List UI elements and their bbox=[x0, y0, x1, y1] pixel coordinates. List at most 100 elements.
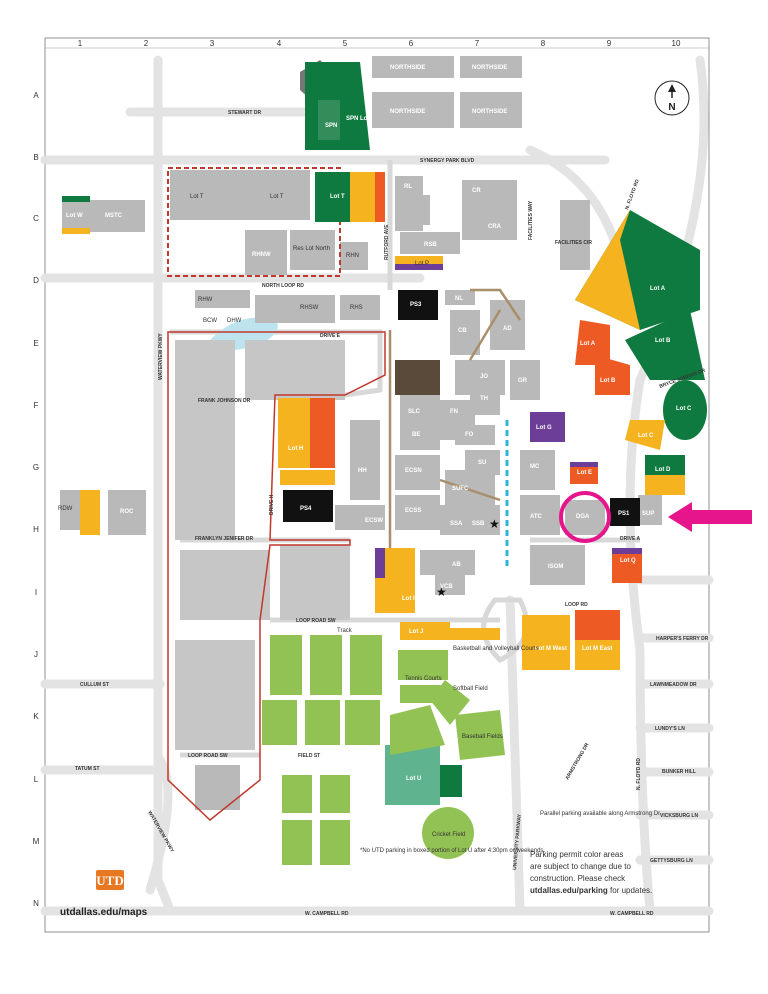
row-label: F bbox=[34, 401, 39, 410]
building-label: RSB bbox=[424, 242, 437, 248]
lot-label: Lot C bbox=[638, 433, 654, 439]
parking-link[interactable]: utdallas.edu/parking bbox=[530, 886, 608, 895]
column-label: 5 bbox=[343, 39, 348, 48]
building-label: RDW bbox=[58, 506, 73, 512]
road-label: W. CAMPBELL RD bbox=[610, 911, 654, 917]
athletic-fields bbox=[262, 628, 505, 865]
lot-green-west bbox=[80, 490, 100, 535]
row-label: H bbox=[33, 525, 39, 534]
road-label: N. FLOYD RD bbox=[636, 758, 642, 790]
building-label: NORTHSIDE bbox=[390, 109, 425, 115]
building-gr bbox=[510, 360, 540, 400]
building-slc bbox=[400, 395, 440, 425]
row-label: A bbox=[33, 91, 39, 100]
residence-cluster bbox=[175, 640, 255, 750]
building-label: CR bbox=[472, 188, 481, 194]
permit-note-line1: Parking permit color areas bbox=[530, 850, 623, 859]
lot-label: Lot J bbox=[409, 629, 423, 635]
road-label: FRANK JOHNSON DR bbox=[198, 398, 251, 404]
building-label: PS3 bbox=[410, 302, 422, 308]
road-label: DRIVE A bbox=[620, 536, 640, 542]
field-label: Tennis Courts bbox=[405, 676, 442, 682]
column-label: 7 bbox=[475, 39, 480, 48]
building-cluster bbox=[170, 170, 310, 220]
building-label: GR bbox=[518, 378, 528, 384]
spn-lot bbox=[305, 62, 370, 150]
compass-label: N bbox=[668, 102, 675, 113]
road-label: VICKSBURG LN bbox=[660, 813, 698, 819]
building-labels: NORTHSIDE NORTHSIDE NORTHSIDE NORTHSIDE … bbox=[58, 65, 654, 590]
building-ab bbox=[420, 550, 475, 575]
column-label: 9 bbox=[607, 39, 612, 48]
ps3 bbox=[398, 290, 438, 320]
building-roc bbox=[108, 490, 146, 535]
building-label: VCB bbox=[440, 584, 453, 590]
building-label: SU bbox=[478, 460, 486, 466]
roads bbox=[40, 55, 714, 916]
building-dga bbox=[565, 500, 605, 535]
building-ecsw bbox=[335, 505, 385, 530]
building-ecss bbox=[395, 495, 440, 530]
star-icon: ★ bbox=[436, 585, 447, 599]
building-rhw bbox=[195, 290, 250, 308]
lot-label: Lot P bbox=[415, 261, 429, 267]
building-rhsw bbox=[255, 295, 335, 323]
road-label: LAWNMEADOW DR bbox=[650, 682, 697, 688]
building-label: RHSW bbox=[300, 305, 319, 311]
road-label: DRIVE H bbox=[269, 494, 275, 515]
road-label: HARPER'S FERRY DR bbox=[656, 636, 709, 642]
lot-label: Lot C bbox=[676, 406, 692, 412]
lot-label: SPN Lot bbox=[346, 116, 369, 122]
building-ssa bbox=[440, 505, 475, 535]
lot-label: Lot D bbox=[655, 467, 671, 473]
building-label: SPN bbox=[325, 123, 337, 129]
maps-url[interactable]: utdallas.edu/maps bbox=[60, 907, 148, 918]
row-label: B bbox=[33, 153, 38, 162]
column-label: 10 bbox=[672, 39, 681, 48]
lot-e bbox=[570, 462, 598, 484]
dga-highlight-circle bbox=[559, 491, 611, 543]
building-label: FO bbox=[465, 432, 474, 438]
building-label: PS4 bbox=[300, 506, 312, 512]
building-label: ECSW bbox=[365, 518, 383, 524]
residence-cluster bbox=[245, 340, 345, 400]
building-ad bbox=[490, 300, 525, 350]
lot-c2 bbox=[625, 420, 665, 450]
road-label: FIELD ST bbox=[298, 753, 320, 759]
building-label: RHNW bbox=[252, 252, 271, 258]
road-label: NORTH LOOP RD bbox=[262, 283, 304, 289]
permit-tail: for updates. bbox=[608, 886, 652, 895]
building-nl bbox=[445, 290, 475, 305]
building-label: SUFC bbox=[452, 486, 469, 492]
permit-note-line2: are subject to change due to bbox=[530, 862, 632, 871]
lot-label: Lot W bbox=[66, 213, 83, 219]
field-labels: Track Basketball and Volleyball Courts T… bbox=[337, 628, 539, 838]
lot-labels: Lot T Lot T Lot T Lot W Res Lot North Lo… bbox=[66, 116, 692, 782]
building-sw bbox=[195, 765, 240, 810]
lot-label: Lot E bbox=[577, 470, 592, 476]
arrow-left-icon bbox=[668, 502, 752, 532]
building-label: SSB bbox=[472, 521, 485, 527]
lot-label: Lot T bbox=[190, 194, 204, 200]
column-labels: 1 2 3 4 5 6 7 8 9 10 bbox=[78, 39, 681, 48]
logo-text: UTD bbox=[96, 873, 123, 888]
buildings bbox=[60, 56, 662, 810]
lot-label: Lot A bbox=[580, 341, 596, 347]
field-label: Basketball and Volleyball Courts bbox=[453, 646, 539, 652]
building-label: NORTHSIDE bbox=[472, 65, 507, 71]
field-label: Softball Field bbox=[453, 686, 488, 692]
building-cra bbox=[462, 180, 517, 240]
road-label: STEWART DR bbox=[228, 110, 261, 116]
star-icon: ★ bbox=[489, 517, 500, 531]
building-cb bbox=[450, 310, 480, 355]
building-facilities bbox=[560, 200, 590, 270]
building-label: BCW bbox=[203, 318, 217, 324]
building-label: ROC bbox=[120, 509, 134, 515]
lot-label: Lot M West bbox=[535, 646, 567, 652]
building-rsb bbox=[400, 232, 460, 254]
lot-label: Lot B bbox=[655, 338, 671, 344]
building-northside bbox=[460, 56, 522, 78]
building-ssb bbox=[470, 505, 500, 535]
lot-label: Lot B bbox=[600, 378, 616, 384]
